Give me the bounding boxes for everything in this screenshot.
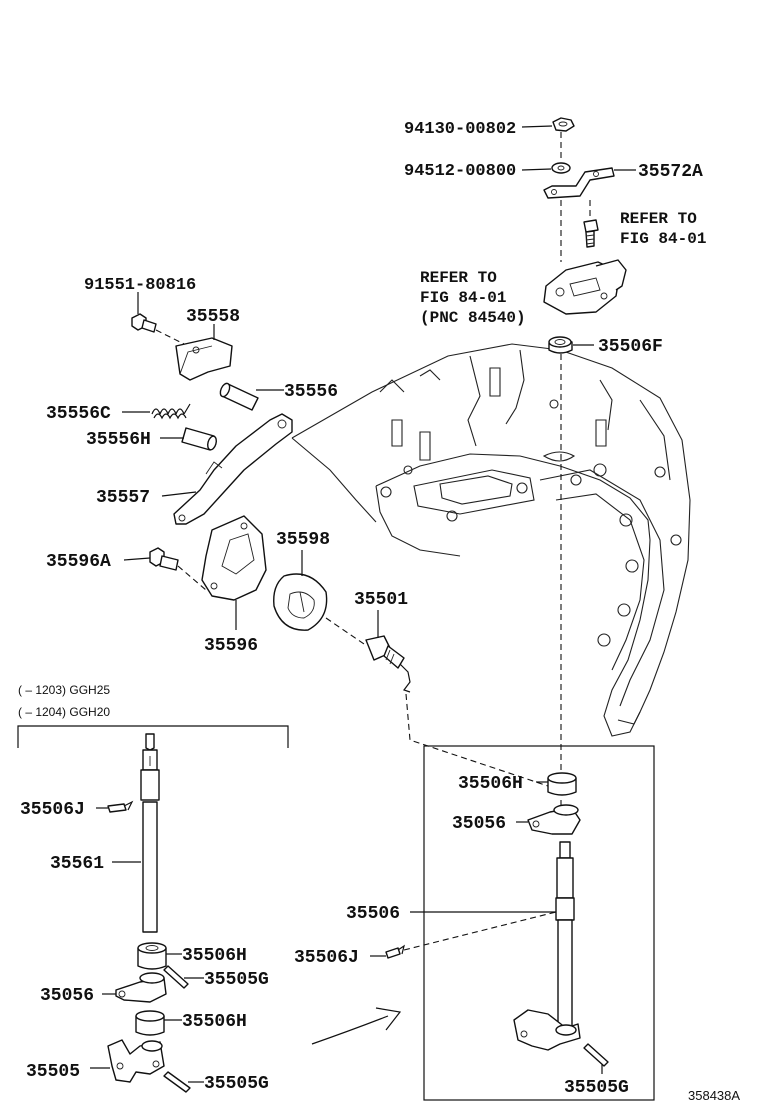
part-number-35506H: 35506H: [182, 946, 247, 966]
variant-note-ggh25: ( – 1203) GGH25: [18, 683, 110, 697]
spring-pin-part: [583, 1043, 609, 1067]
part-number-91551: 91551-80816: [84, 276, 196, 295]
manual-valve-shaft-part: [140, 733, 160, 933]
part-number-35556: 35556: [284, 382, 338, 402]
detail-box: [423, 745, 655, 1101]
oil-seal-part: [548, 336, 573, 354]
arrow-icon: [375, 1007, 402, 1031]
part-number-35501: 35501: [354, 590, 408, 610]
part-number-35556C: 35556C: [46, 404, 111, 424]
refer-note-line3: (PNC 84540): [420, 309, 526, 327]
part-number-35572A: 35572A: [638, 162, 703, 182]
refer-note-line2: FIG 84-01: [620, 230, 706, 248]
neutral-start-switch-part: [543, 259, 627, 315]
arrow-icon: [311, 1015, 389, 1045]
spring-pin-part: [163, 1071, 191, 1093]
bolt-part: [131, 313, 157, 333]
part-number-35596: 35596: [204, 636, 258, 656]
part-number-35561: 35561: [50, 854, 104, 874]
leader-line: [325, 617, 365, 645]
part-number-35505G: 35505G: [204, 970, 269, 990]
part-number-35506J: 35506J: [20, 800, 85, 820]
leader-line: [161, 491, 197, 497]
sensor-part: [365, 635, 411, 693]
part-number-35506F: 35506F: [598, 337, 663, 357]
variant-note-ggh20: ( – 1204) GGH20: [18, 705, 110, 719]
plug-part: [273, 573, 328, 631]
leader-line: [177, 565, 207, 591]
washer-part: [551, 162, 571, 174]
bushing-part: [547, 772, 577, 796]
part-number-35506J: 35506J: [294, 948, 359, 968]
part-number-35056: 35056: [452, 814, 506, 834]
part-number-35506H: 35506H: [182, 1012, 247, 1032]
leader-line: [521, 125, 553, 128]
part-number-35056: 35056: [40, 986, 94, 1006]
bushing-part: [137, 942, 167, 970]
part-number-35505G: 35505G: [564, 1078, 629, 1098]
leader-line: [403, 911, 557, 951]
nut-part: [552, 117, 575, 132]
spring-pin-part: [163, 965, 189, 989]
bolt-part: [149, 547, 179, 571]
roller-part: [181, 427, 218, 451]
cover-bracket-part: [175, 337, 233, 381]
part-number-35506H: 35506H: [458, 774, 523, 794]
bolt-part: [583, 219, 599, 248]
lever-part: [115, 972, 167, 1003]
manual-lever-plate-part: [107, 1039, 165, 1083]
detent-plate-part: [201, 515, 267, 601]
part-number-35506: 35506: [346, 904, 400, 924]
shaft-lever-part: [543, 167, 615, 199]
pin-part: [107, 800, 134, 813]
pin-part: [219, 382, 259, 411]
detent-lever-part: [173, 413, 293, 525]
lever-part: [527, 804, 581, 835]
part-number-94512: 94512-00800: [404, 162, 516, 181]
part-number-35598: 35598: [276, 530, 330, 550]
leader-line: [123, 557, 151, 561]
refer-note-line1: REFER TO: [620, 210, 697, 228]
refer-note-line1: REFER TO: [420, 269, 497, 287]
part-number-35557: 35557: [96, 488, 150, 508]
variant-bracket: [17, 725, 289, 748]
part-number-94130: 94130-00802: [404, 120, 516, 139]
leader-line: [155, 329, 189, 347]
transmission-case: [291, 343, 691, 737]
pin-part: [385, 944, 405, 959]
leader-line: [405, 693, 561, 791]
part-number-35505G: 35505G: [204, 1074, 269, 1094]
bushing-part: [135, 1010, 165, 1036]
refer-note-line2: FIG 84-01: [420, 289, 506, 307]
spring-part: [151, 403, 191, 420]
part-number-35505: 35505: [26, 1062, 80, 1082]
part-number-35556H: 35556H: [86, 430, 151, 450]
leader-line: [521, 168, 552, 171]
part-number-35596A: 35596A: [46, 552, 111, 572]
illustration-id: 358438A: [688, 1088, 740, 1103]
manual-valve-shaft-part: [513, 841, 581, 1051]
part-number-35558: 35558: [186, 307, 240, 327]
